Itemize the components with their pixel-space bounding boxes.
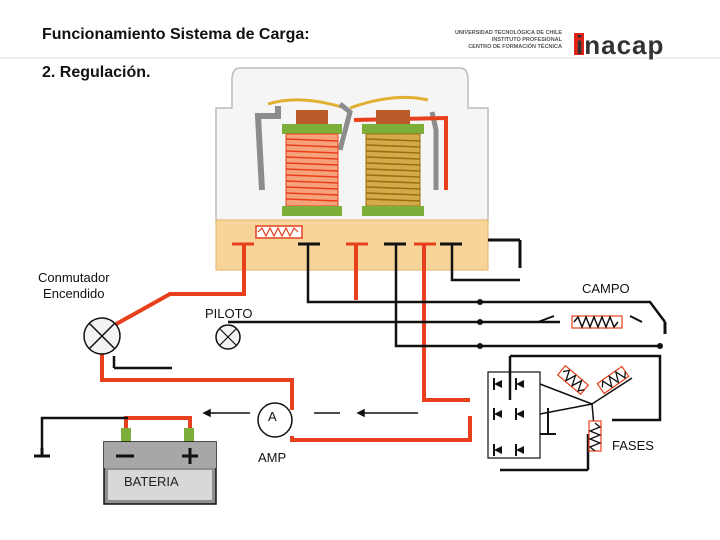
label-piloto: PILOTO: [205, 306, 253, 321]
coil-right-bottom-cap: [362, 206, 424, 216]
coil-right-core: [376, 110, 410, 124]
current-arrows: [202, 408, 418, 418]
contact-arm-left: [267, 98, 346, 110]
slide-title: Funcionamiento Sistema de Carga:: [42, 26, 310, 43]
junction-dots: [477, 299, 663, 349]
resistor-zigzag: [257, 226, 299, 238]
label-amp: AMP: [258, 450, 287, 465]
inacap-logo-mark: [574, 33, 584, 55]
wires-red: [100, 244, 472, 442]
battery-label-plate: [108, 470, 212, 500]
label-fases: FASES: [612, 438, 654, 453]
inacap-logo: inacap: [576, 30, 665, 60]
field-winding-turns: [573, 314, 619, 330]
battery-terminal-pos: [184, 428, 194, 442]
university-logo-text: UNIVERSIDAD TECNOLÓGICA DE CHILE INSTITU…: [440, 30, 562, 51]
regulator-resistor: [255, 225, 303, 239]
field-switch-left: [537, 315, 555, 323]
coil-right-top-cap: [362, 124, 424, 134]
university-line-2: INSTITUTO PROFESIONAL: [491, 37, 562, 43]
slide-subtitle: 2. Regulación.: [42, 64, 151, 81]
university-line-3: CENTRO DE FORMACIÓN TÉCNICA: [468, 44, 562, 50]
label-conmutador-line1: Conmutador: [38, 270, 110, 285]
rectifier-diodes: [493, 378, 524, 456]
label-campo: CAMPO: [582, 281, 630, 296]
coil-left-top-cap: [282, 124, 342, 134]
label-conmutador-line2: Encendido: [43, 286, 105, 301]
coil-right-turns: [365, 138, 421, 202]
coil-left-core: [296, 110, 328, 124]
wires-black: [40, 244, 666, 472]
contact-arm-right: [349, 95, 429, 110]
label-bateria: BATERIA: [124, 474, 179, 489]
diode-bridge-frame: [487, 371, 541, 459]
frame-center: [337, 102, 353, 151]
coil-left-turns: [285, 138, 339, 202]
frame-left: [254, 106, 281, 191]
university-line-1: UNIVERSIDAD TECNOLÓGICA DE CHILE: [454, 30, 562, 36]
label-conmutador-encendido: Conmutador Encendido: [38, 270, 110, 302]
battery-terminal-neg: [121, 428, 131, 442]
field-switch-right: [629, 315, 643, 323]
coil-left-bottom-cap: [282, 206, 342, 216]
ammeter-symbol: A: [268, 409, 277, 424]
ammeter: [257, 402, 293, 438]
